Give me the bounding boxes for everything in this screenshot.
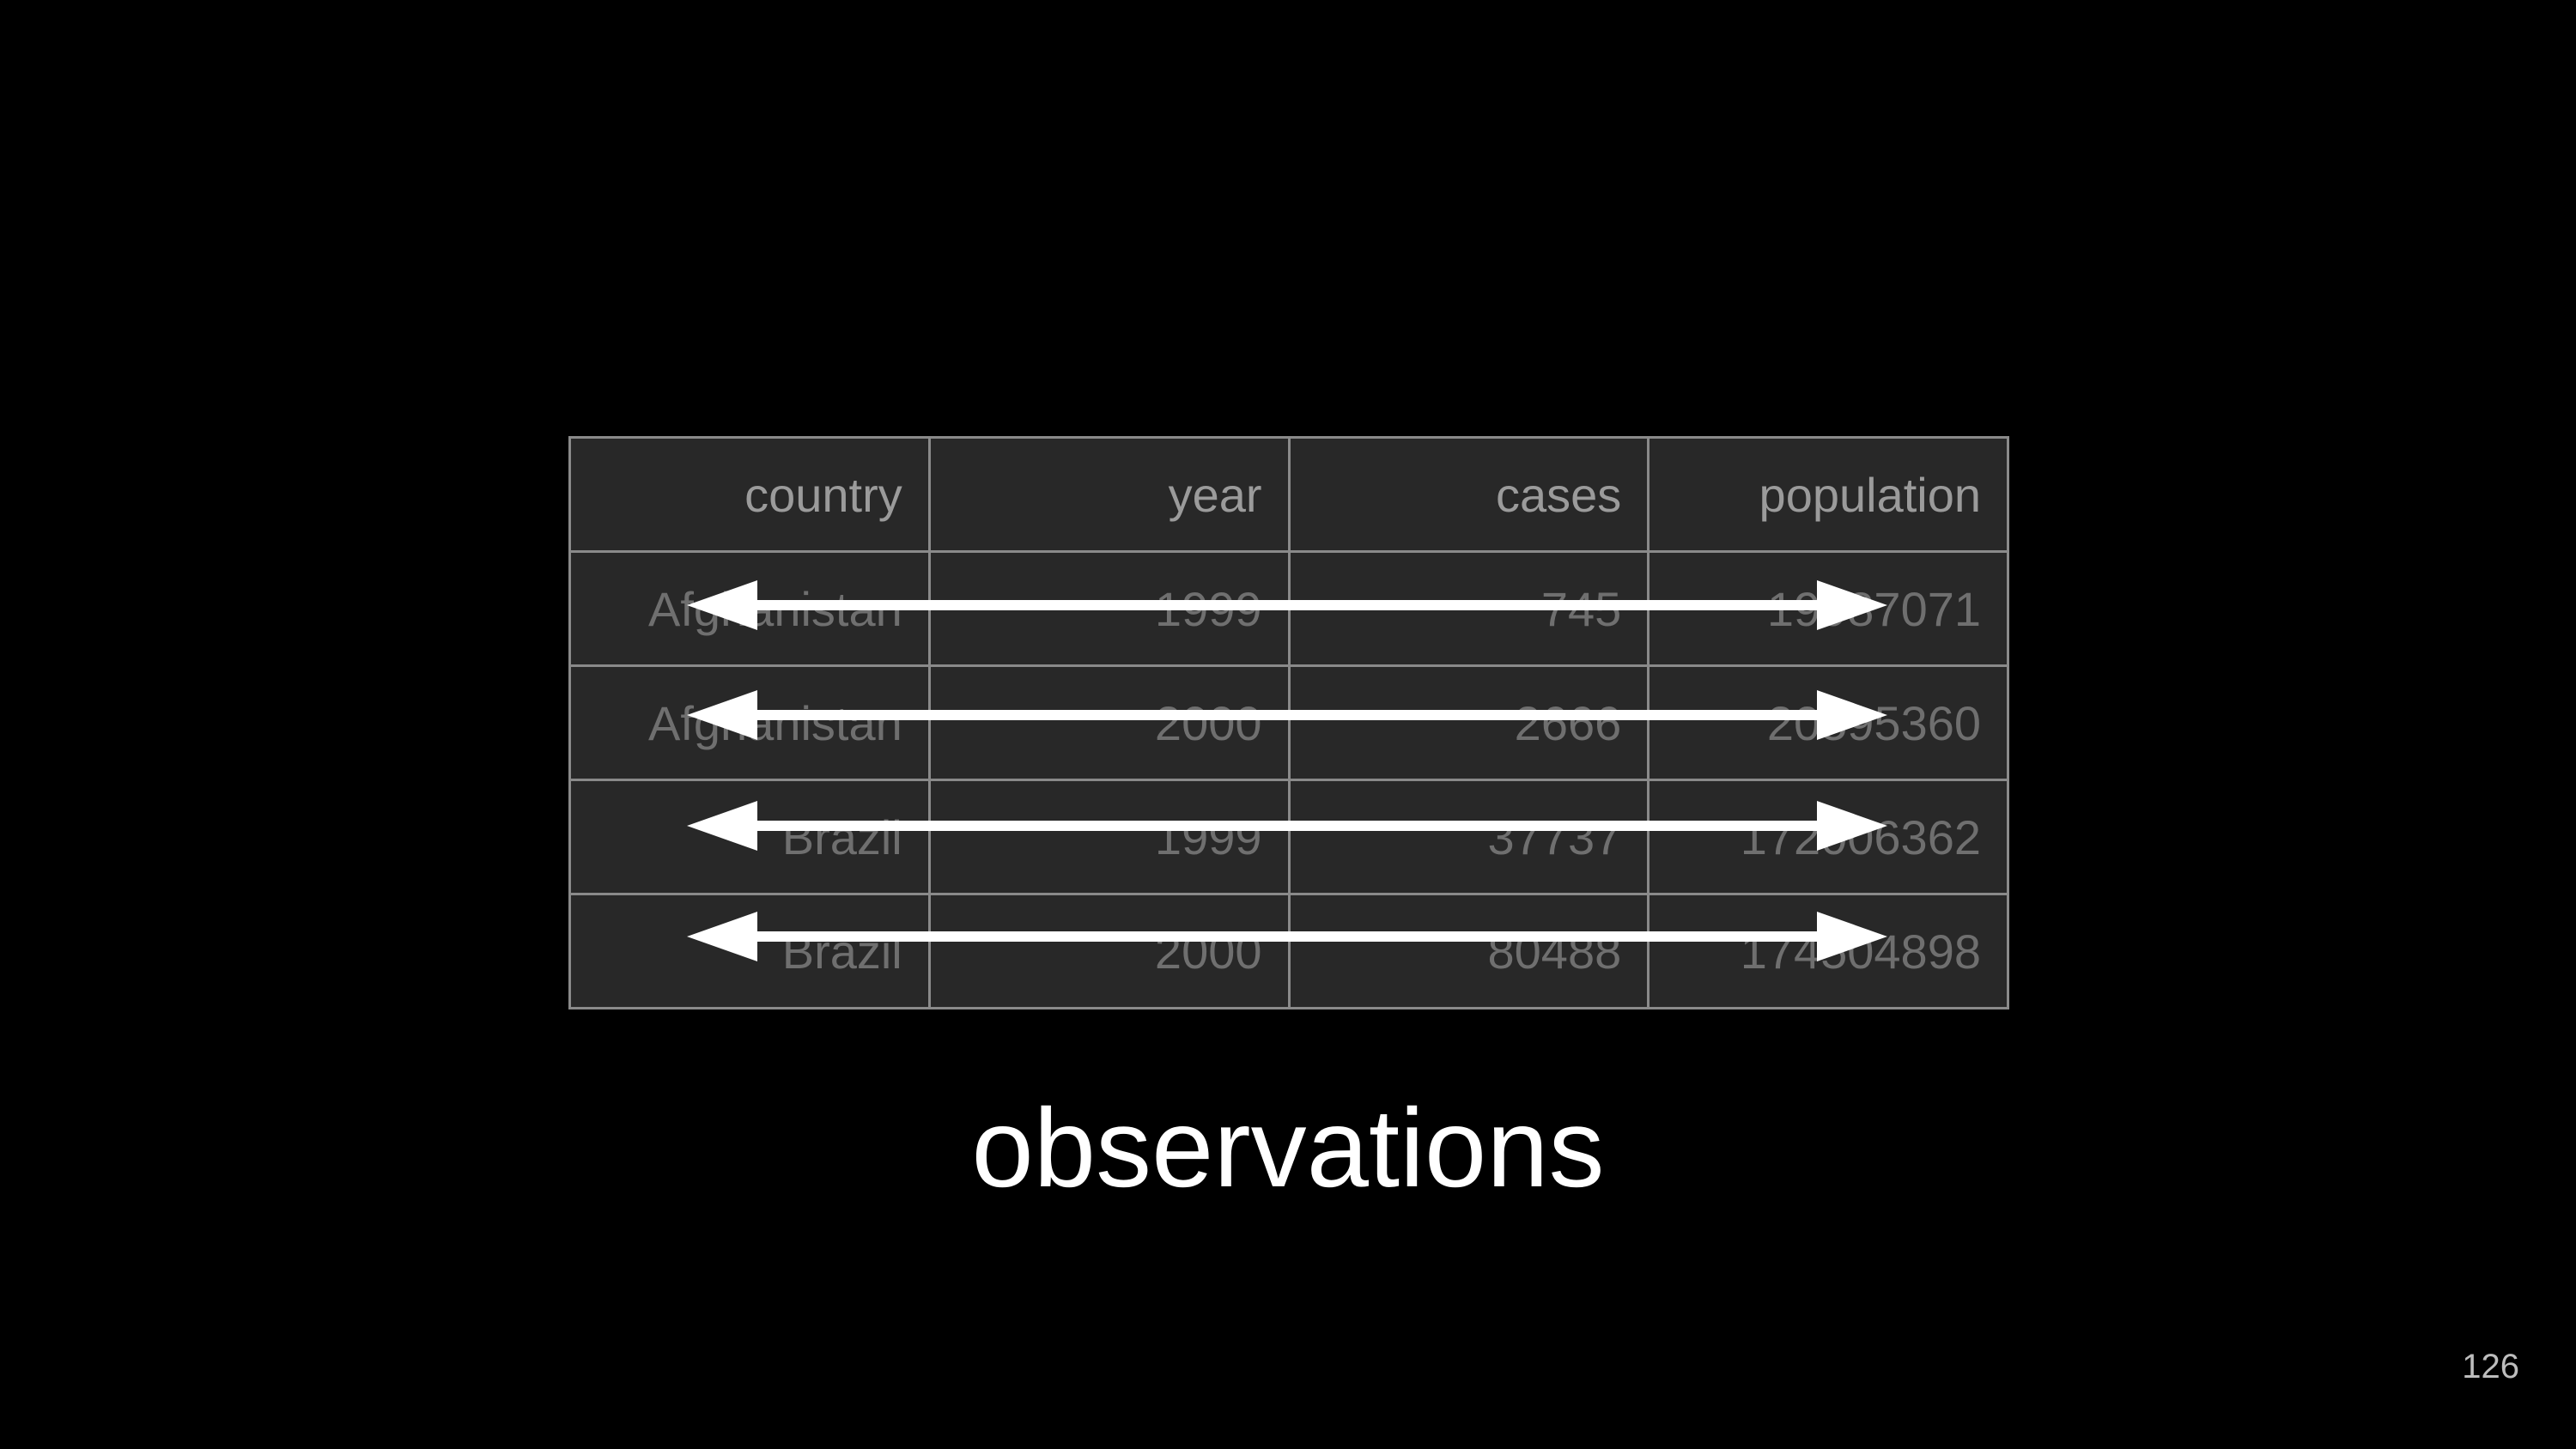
cell-country: Afghanistan (568, 664, 931, 781)
cell-year: 1999 (927, 550, 1291, 667)
data-table: country year cases population Afghanista… (568, 436, 2009, 1009)
table-row: Brazil 1999 37737 172006362 (568, 779, 2009, 895)
table-row: Brazil 2000 80488 174504898 (568, 893, 2009, 1009)
slide-caption: observations (971, 1085, 1605, 1210)
cell-cases: 745 (1287, 550, 1650, 667)
column-header-cases: cases (1287, 436, 1650, 553)
cell-year: 2000 (927, 893, 1291, 1009)
column-header-country: country (568, 436, 931, 553)
table-row: Afghanistan 2000 2666 20595360 (568, 664, 2009, 781)
column-header-year: year (927, 436, 1291, 553)
cell-population: 174504898 (1647, 893, 2009, 1009)
cell-country: Brazil (568, 779, 931, 895)
column-header-population: population (1647, 436, 2009, 553)
cell-population: 19987071 (1647, 550, 2009, 667)
cell-year: 1999 (927, 779, 1291, 895)
cell-population: 172006362 (1647, 779, 2009, 895)
table-header-row: country year cases population (568, 436, 2009, 553)
cell-population: 20595360 (1647, 664, 2009, 781)
cell-cases: 2666 (1287, 664, 1650, 781)
cell-year: 2000 (927, 664, 1291, 781)
cell-cases: 37737 (1287, 779, 1650, 895)
cell-cases: 80488 (1287, 893, 1650, 1009)
cell-country: Afghanistan (568, 550, 931, 667)
cell-country: Brazil (568, 893, 931, 1009)
table-row: Afghanistan 1999 745 19987071 (568, 550, 2009, 667)
page-number: 126 (2462, 1348, 2519, 1385)
